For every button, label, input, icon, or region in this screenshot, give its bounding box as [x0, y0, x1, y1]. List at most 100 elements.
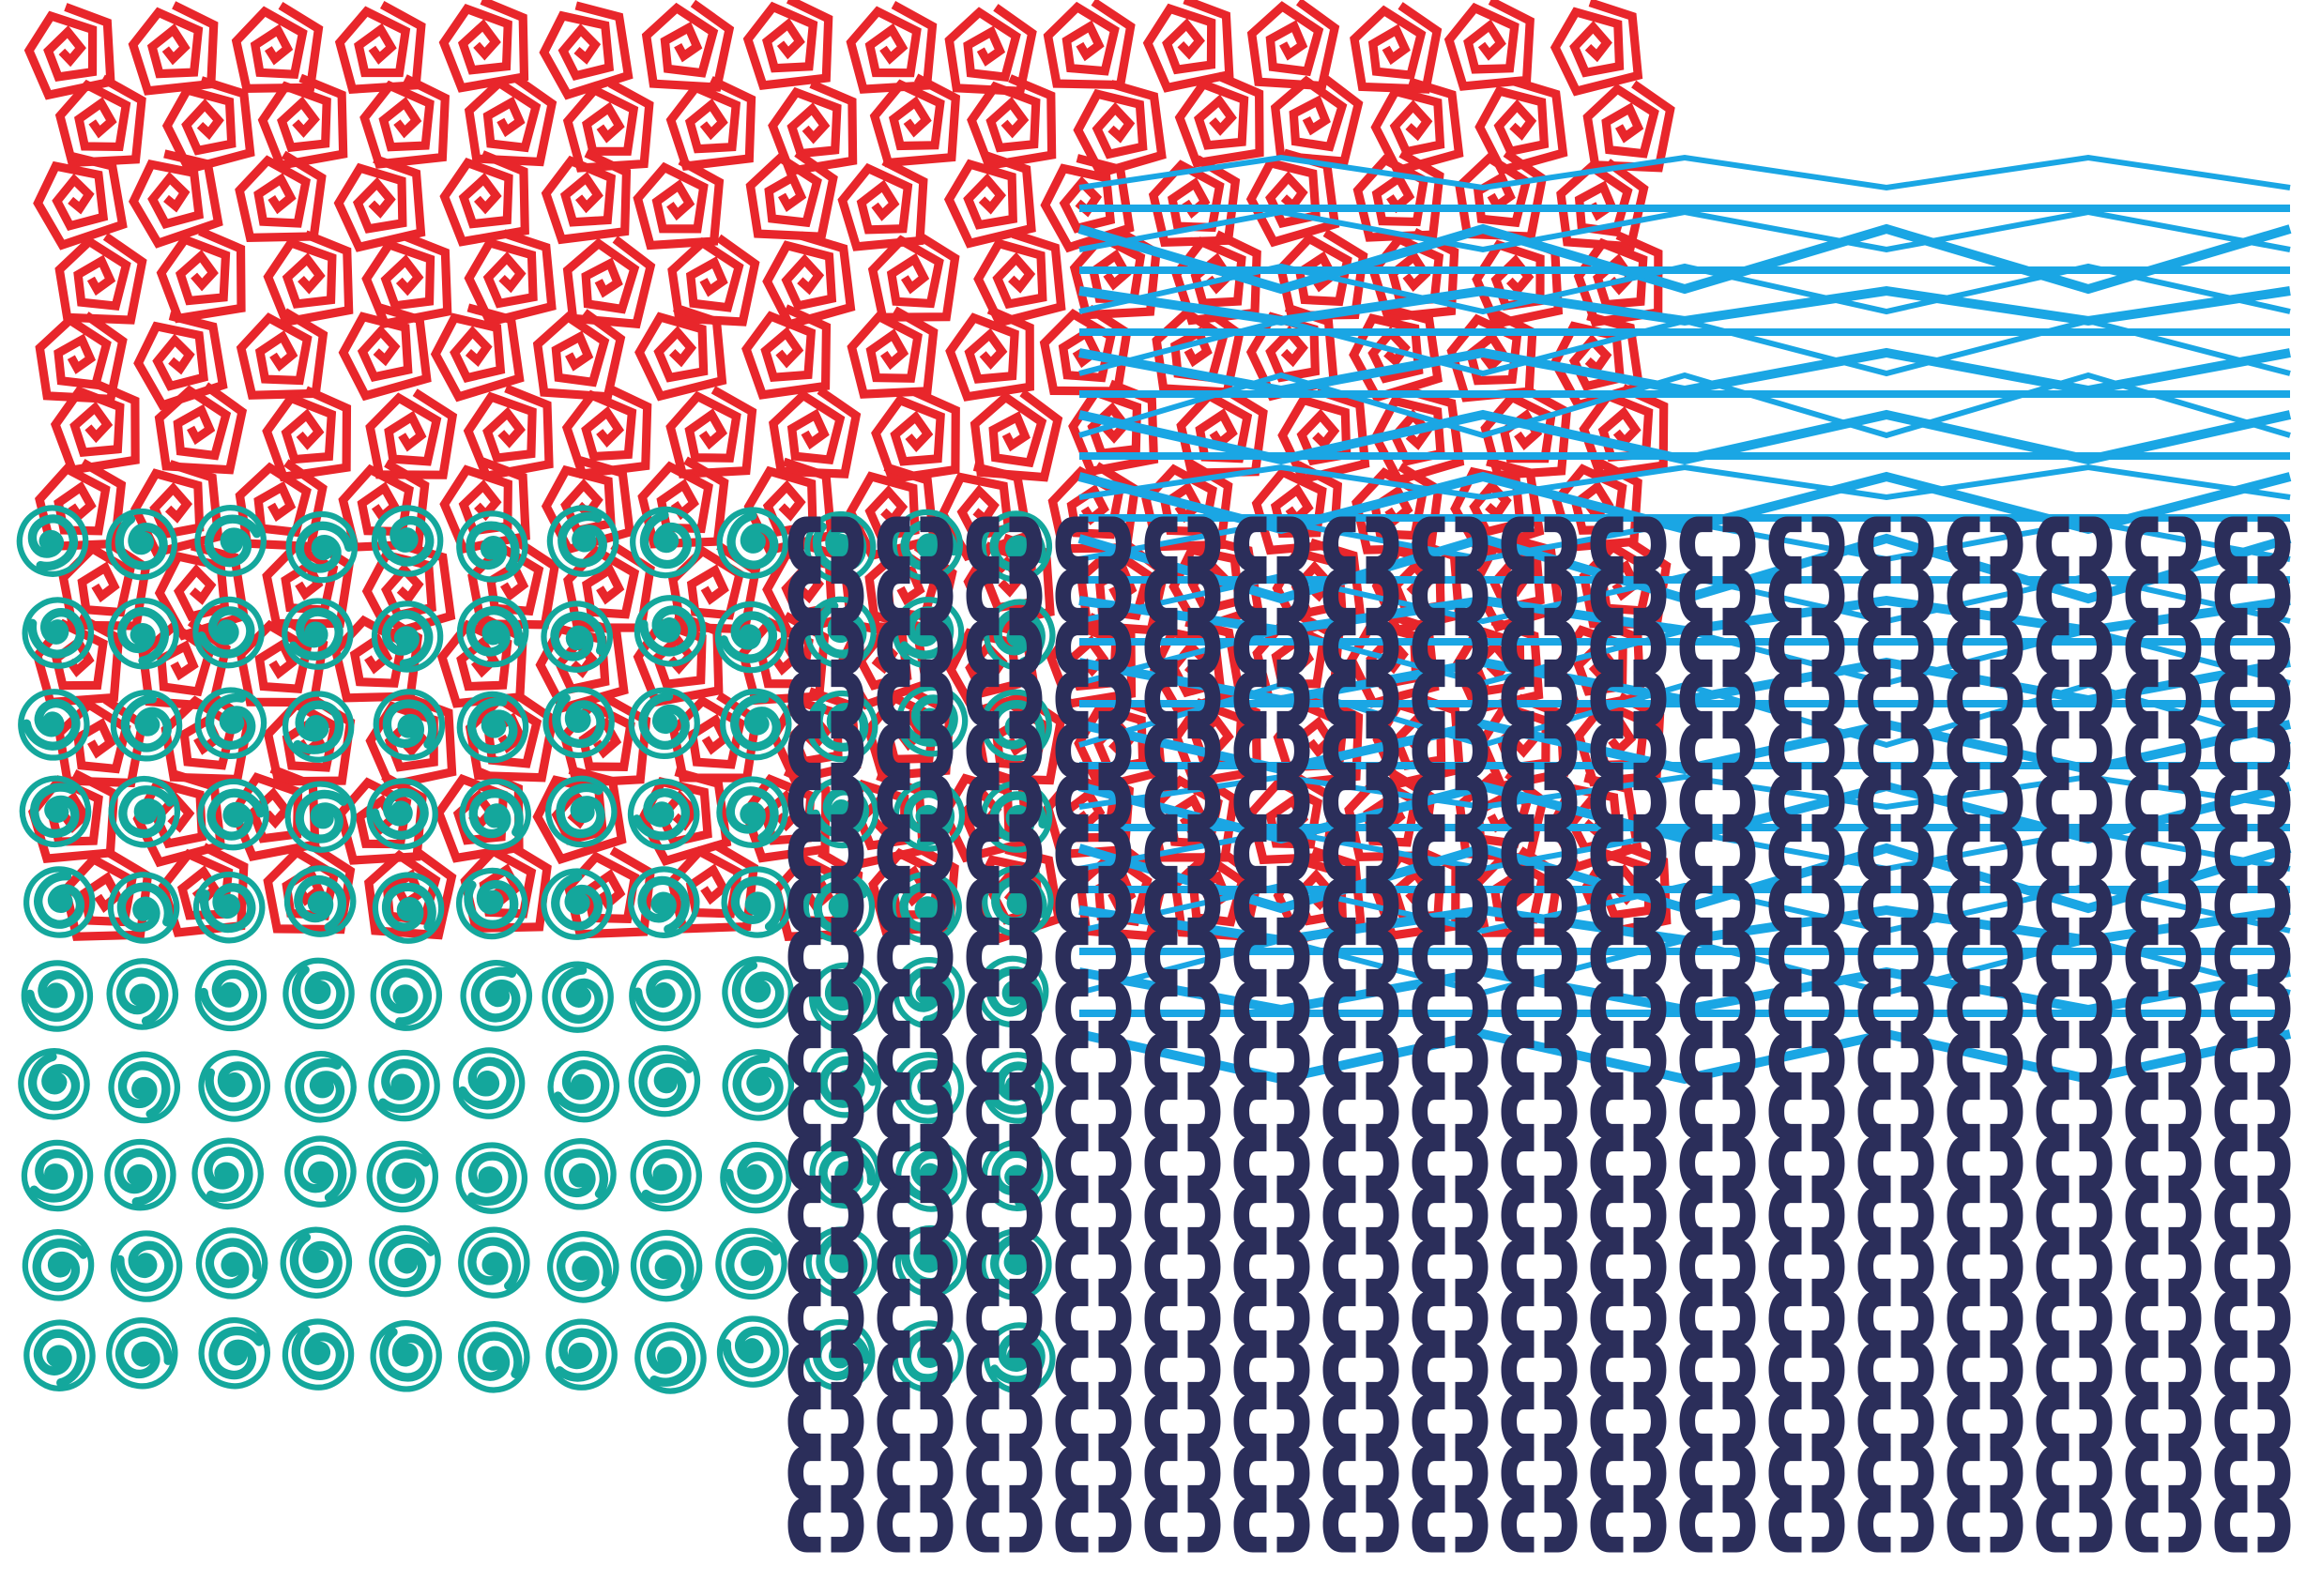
- c-link-icon: [2214, 980, 2291, 1037]
- square-spiral-icon: [1550, 0, 1642, 93]
- c-link-icon: [1233, 1290, 1310, 1346]
- square-spiral-icon: [1178, 74, 1261, 163]
- c-link-icon: [1679, 1032, 1756, 1088]
- round-spiral-icon: [359, 949, 452, 1041]
- c-link-icon: [966, 1445, 1043, 1501]
- zigzag-line-icon: [1078, 317, 2291, 377]
- c-link-icon: [1590, 1135, 1667, 1192]
- c-link-icon: [1501, 1135, 1578, 1192]
- c-link-icon: [1412, 1135, 1489, 1192]
- c-link-icon: [1679, 1135, 1756, 1192]
- c-link-icon: [1233, 1393, 1310, 1450]
- round-spiral-icon: [541, 1224, 625, 1309]
- c-link-icon: [1857, 1342, 1934, 1398]
- round-spiral-icon: [280, 1046, 361, 1128]
- c-link-icon: [1947, 619, 2023, 676]
- round-spiral-icon: [542, 1046, 624, 1128]
- c-link-icon: [1947, 1393, 2023, 1450]
- c-link-icon: [1501, 1393, 1578, 1450]
- c-link-icon: [1947, 1239, 2023, 1295]
- square-spiral-icon: [841, 160, 924, 249]
- square-spiral-icon: [635, 159, 721, 250]
- c-link-icon: [1679, 1290, 1756, 1346]
- round-spiral-icon: [14, 1310, 105, 1401]
- c-link-icon: [877, 1084, 954, 1140]
- c-link-icon: [877, 1445, 954, 1501]
- c-link-icon: [1857, 1084, 1934, 1140]
- zigzag-line-icon: [1078, 263, 2291, 315]
- c-link-icon: [2214, 1393, 2291, 1450]
- c-link-icon: [1590, 1393, 1667, 1450]
- c-link-icon: [1322, 929, 1399, 985]
- c-link-icon: [1501, 1290, 1578, 1346]
- c-link-icon: [2214, 1084, 2291, 1140]
- c-link-icon: [1768, 1135, 1845, 1192]
- round-spiral-icon: [453, 1316, 534, 1397]
- c-link-icon: [1501, 1342, 1578, 1398]
- c-link-icon: [1144, 1239, 1221, 1295]
- c-link-icon: [1679, 722, 1756, 779]
- c-link-icon: [1857, 722, 1934, 779]
- c-link-icon: [2125, 1497, 2202, 1553]
- c-link-icon: [1144, 619, 1221, 676]
- c-link-icon: [1947, 1497, 2023, 1553]
- c-link-icon: [1144, 1187, 1221, 1243]
- c-link-icon: [1412, 1445, 1489, 1501]
- c-link-icon: [2214, 1290, 2291, 1346]
- c-link-icon: [1768, 1342, 1845, 1398]
- c-link-icon: [1233, 1497, 1310, 1553]
- c-link-icon: [1055, 1393, 1132, 1450]
- c-link-icon: [1768, 1445, 1845, 1501]
- c-link-icon: [2036, 1497, 2113, 1553]
- round-spiral-icon: [96, 1307, 188, 1399]
- c-link-icon: [2036, 1239, 2113, 1295]
- round-spiral-icon: [279, 1130, 361, 1212]
- c-link-icon: [2125, 1239, 2202, 1295]
- c-link-icon: [1590, 1342, 1667, 1398]
- c-link-icon: [2036, 1084, 2113, 1140]
- c-link-icon: [1679, 980, 1756, 1037]
- c-link-icon: [787, 1393, 864, 1450]
- round-spiral-icon: [10, 950, 103, 1042]
- zigzag-line-icon: [1078, 285, 2291, 327]
- c-link-icon: [1947, 1445, 2023, 1501]
- c-link-icon: [1233, 1135, 1310, 1192]
- round-spiral-icon: [276, 1223, 357, 1303]
- c-link-icon: [1233, 1342, 1310, 1398]
- round-spiral-icon: [630, 1139, 702, 1211]
- round-spiral-icon: [191, 1042, 278, 1130]
- c-link-icon: [1501, 1187, 1578, 1243]
- c-link-icon: [1679, 1239, 1756, 1295]
- c-link-icon: [1412, 1290, 1489, 1346]
- c-link-icon: [1322, 1393, 1399, 1450]
- c-link-icon: [787, 1497, 864, 1553]
- c-link-icon: [1322, 1290, 1399, 1346]
- c-link-icon: [1144, 1342, 1221, 1398]
- round-spiral-icon: [543, 1137, 617, 1210]
- c-link-icon: [1501, 1032, 1578, 1088]
- round-spiral-icon: [98, 950, 187, 1039]
- c-link-icon: [2036, 1393, 2113, 1450]
- square-spiral-icon: [25, 4, 113, 97]
- c-link-icon: [1055, 1342, 1132, 1398]
- square-spiral-icon: [1042, 0, 1134, 93]
- c-link-icon: [2036, 1290, 2113, 1346]
- c-link-icon: [2214, 1445, 2291, 1501]
- c-link-icon: [1857, 1290, 1934, 1346]
- c-link-icon: [2125, 1084, 2202, 1140]
- c-link-icon: [1590, 1497, 1667, 1553]
- c-link-icon: [1501, 980, 1578, 1037]
- square-spiral-icon: [466, 386, 551, 477]
- c-link-icon: [1857, 1445, 1934, 1501]
- c-link-icon: [2214, 1342, 2291, 1398]
- c-link-icon: [1055, 1290, 1132, 1346]
- c-link-icon: [1055, 1187, 1132, 1243]
- square-spiral-icon: [1448, 0, 1531, 88]
- c-link-icon: [1055, 1445, 1132, 1501]
- c-link-icon: [1857, 1239, 1934, 1295]
- c-link-icon: [1144, 1497, 1221, 1553]
- c-link-icon: [1679, 671, 1756, 727]
- round-spiral-icon: [548, 1321, 614, 1387]
- c-link-icon: [1679, 1497, 1756, 1553]
- c-link-icon: [1233, 1187, 1310, 1243]
